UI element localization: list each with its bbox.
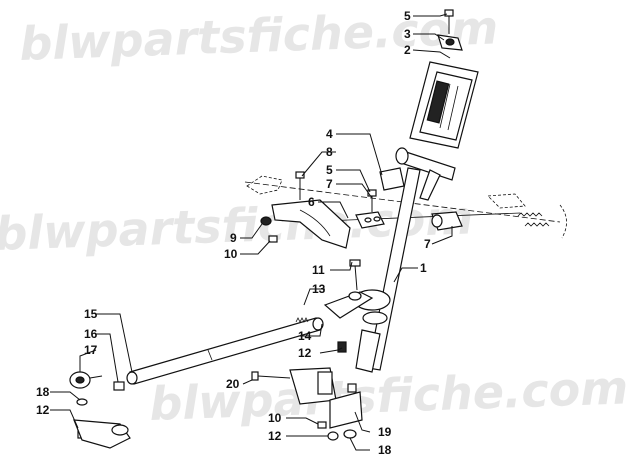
steering-post-head <box>395 147 456 201</box>
callout-20: 20 <box>226 377 240 391</box>
callout-19: 19 <box>378 425 392 439</box>
handlebar-block <box>409 61 479 149</box>
callout-12-left: 12 <box>36 403 50 417</box>
upper-block <box>379 167 405 191</box>
callout-18-left: 18 <box>36 385 50 399</box>
watermark-text: blwpartsfiche.com <box>18 0 499 71</box>
callout-5-top: 5 <box>404 9 411 23</box>
callout-15: 15 <box>84 307 98 321</box>
tie-rod <box>126 317 324 385</box>
callout-12-mid: 12 <box>298 346 312 360</box>
callout-10-top: 10 <box>224 247 238 261</box>
jam-nut <box>113 381 125 391</box>
left-grip-outline <box>246 175 283 195</box>
leader-lines <box>50 13 453 451</box>
callout-14: 14 <box>298 329 312 343</box>
callout-2: 2 <box>404 43 411 57</box>
lower-bracket <box>251 367 363 441</box>
callout-6: 6 <box>308 195 315 209</box>
callout-7-left: 7 <box>326 177 333 191</box>
callouts: 5 3 2 4 8 5 7 6 9 10 7 11 1 13 15 16 14 … <box>36 9 431 457</box>
tie-rod-end <box>69 371 103 389</box>
callout-18-bottom: 18 <box>378 443 392 457</box>
callout-7-right: 7 <box>424 237 431 251</box>
callout-3: 3 <box>404 27 411 41</box>
callout-17: 17 <box>84 343 98 357</box>
right-clamp <box>431 211 463 231</box>
right-grip-outline <box>487 193 567 239</box>
tie-rod-threads <box>295 317 309 323</box>
bolts-top <box>295 171 377 291</box>
top-clamp-cap <box>437 34 463 51</box>
steering-arm <box>323 291 374 319</box>
spindle-arm <box>73 419 131 449</box>
callout-9: 9 <box>230 231 237 245</box>
callout-4: 4 <box>326 127 333 141</box>
nuts <box>260 216 347 353</box>
callout-11: 11 <box>312 263 325 277</box>
watermark-text: blwpartsfiche.com <box>148 360 629 431</box>
callout-5-mid: 5 <box>326 163 333 177</box>
callout-13: 13 <box>312 282 326 296</box>
top-clamp-bolt <box>444 9 454 34</box>
callout-12-bottom: 12 <box>268 429 282 443</box>
callout-16: 16 <box>84 327 98 341</box>
bracket-clamp <box>355 211 385 229</box>
steering-post <box>353 167 421 373</box>
callout-10-bottom: 10 <box>268 411 282 425</box>
handlebar-bracket <box>271 199 351 249</box>
throttle-spring <box>517 212 550 227</box>
callout-1: 1 <box>420 261 427 275</box>
callout-8: 8 <box>326 145 333 159</box>
